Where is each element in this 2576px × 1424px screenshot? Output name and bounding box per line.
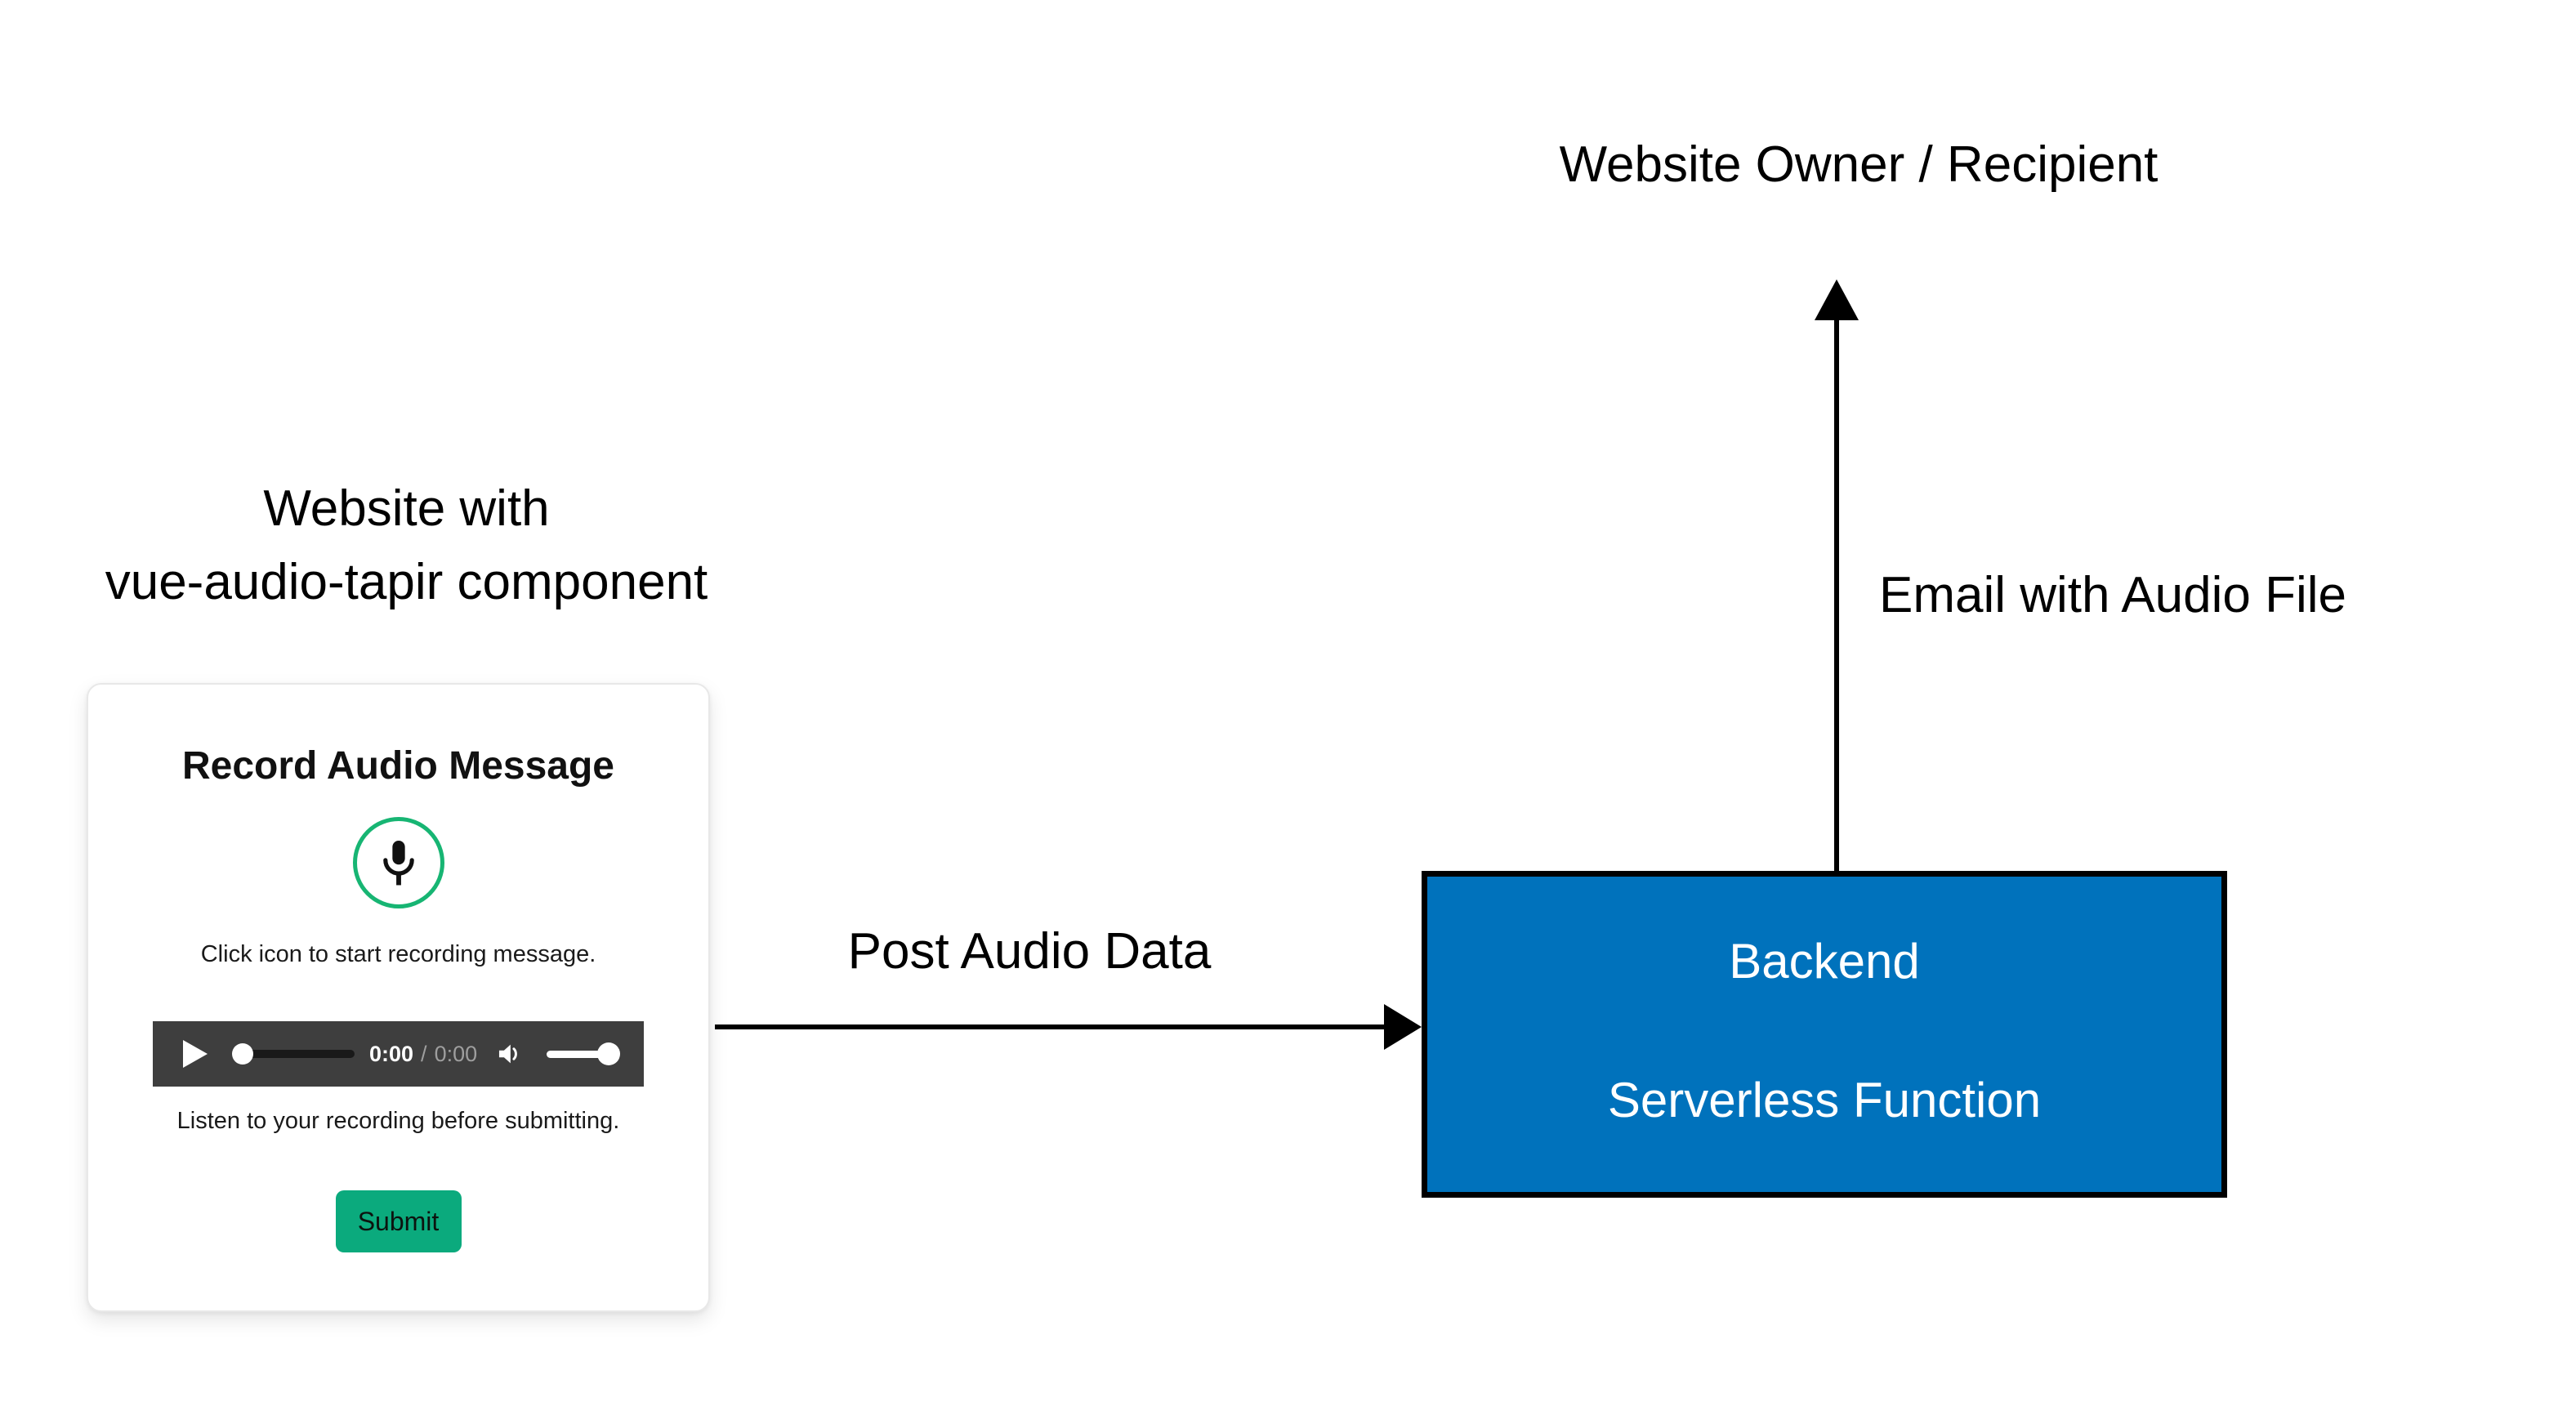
website-component-label: Website with vue-audio-tapir component xyxy=(45,472,768,619)
arrowhead-right-icon xyxy=(1384,1004,1422,1050)
duration-time: 0:00 xyxy=(434,1041,478,1066)
speaker-icon xyxy=(498,1044,517,1064)
mute-button[interactable] xyxy=(490,1021,528,1087)
post-audio-arrow-line xyxy=(715,1024,1389,1029)
listen-hint: Listen to your recording before submitti… xyxy=(176,1108,620,1134)
backend-node: Backend Serverless Function xyxy=(1422,871,2227,1198)
volume-slider[interactable] xyxy=(547,1021,628,1087)
backend-node-title: Backend xyxy=(1729,934,1920,989)
play-button[interactable] xyxy=(177,1021,221,1087)
time-display: 0:00 / 0:00 xyxy=(369,1021,477,1087)
recipient-label: Website Owner / Recipient xyxy=(1559,136,2159,193)
post-flow-label: Post Audio Data xyxy=(847,923,1212,980)
volume-slider-track xyxy=(547,1051,616,1058)
record-hint: Click icon to start recording message. xyxy=(200,941,596,967)
play-icon xyxy=(183,1040,208,1068)
submit-button[interactable]: Submit xyxy=(335,1190,462,1252)
card-title: Record Audio Message xyxy=(181,744,614,788)
record-button[interactable] xyxy=(352,817,444,908)
audio-player: 0:00 / 0:00 xyxy=(153,1021,644,1087)
backend-node-subtitle: Serverless Function xyxy=(1607,1073,2042,1127)
seek-slider-track xyxy=(242,1050,355,1058)
audio-recorder-card: Record Audio Message Click icon to start… xyxy=(87,683,710,1312)
arrowhead-up-icon xyxy=(1815,279,1859,320)
current-time: 0:00 xyxy=(369,1041,414,1066)
volume-slider-knob[interactable] xyxy=(597,1042,620,1065)
time-separator: / xyxy=(421,1041,427,1066)
microphone-icon xyxy=(382,841,414,886)
website-label-line2: vue-audio-tapir component xyxy=(105,554,708,610)
email-arrow-line xyxy=(1834,315,1839,871)
email-flow-label: Email with Audio File xyxy=(1879,567,2347,623)
seek-slider[interactable] xyxy=(230,1021,361,1087)
seek-slider-knob[interactable] xyxy=(232,1043,253,1065)
website-label-line1: Website with xyxy=(263,480,550,537)
